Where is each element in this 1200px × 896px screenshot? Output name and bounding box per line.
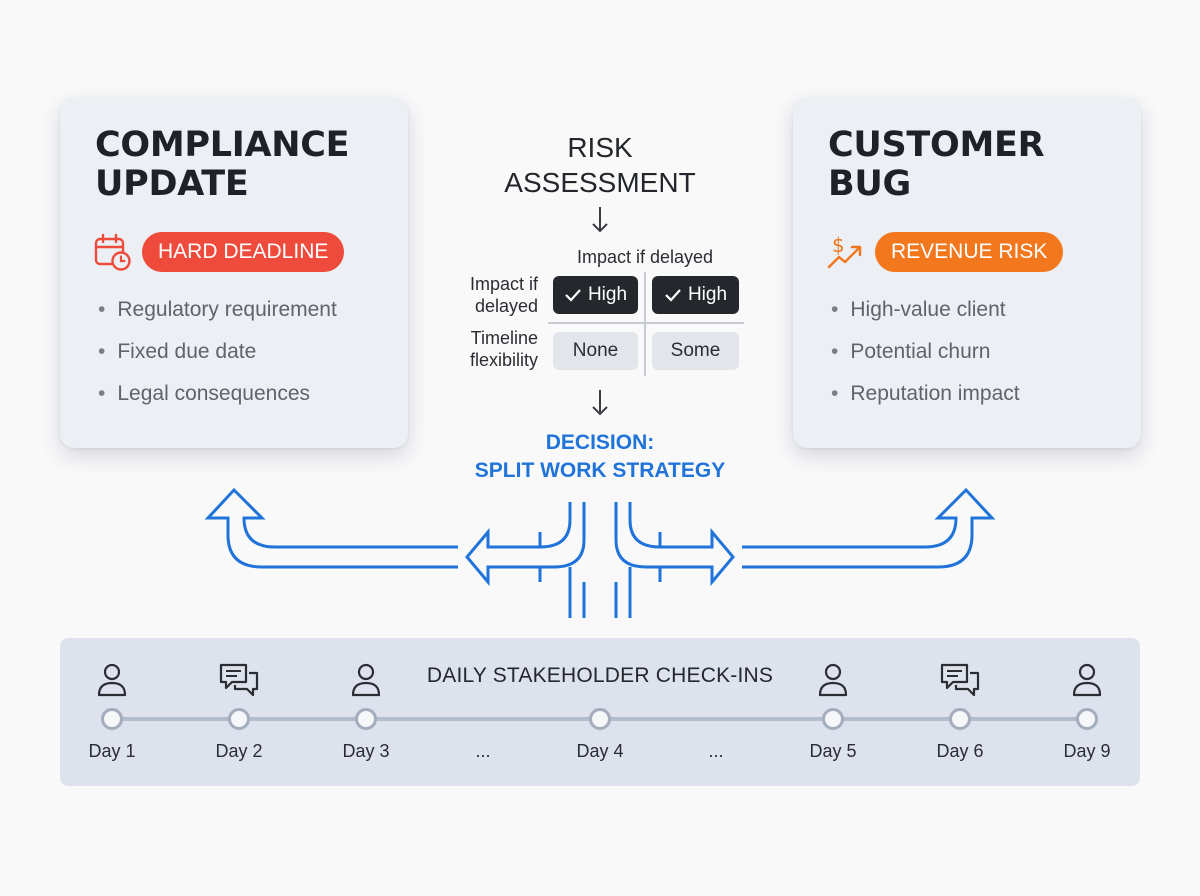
card-title: CUSTOMER BUG: [828, 125, 1045, 204]
check-icon: [565, 289, 581, 302]
day-label: Day 3: [342, 741, 390, 761]
branch-left-down: [568, 567, 586, 618]
list-item: Regulatory requirement: [98, 295, 336, 337]
list-item: Potential churn: [831, 337, 1020, 379]
ellipsis-label: ...: [708, 741, 724, 761]
impact-high-chip: High: [553, 276, 638, 314]
day-label: Day 9: [1063, 741, 1111, 761]
revenue-trend-icon: $: [827, 233, 862, 269]
svg-text:$: $: [832, 233, 845, 257]
row-label-timeline: Timeline flexibility: [469, 328, 538, 370]
risk-assessment-title: RISK ASSESSMENT: [504, 132, 696, 198]
list-item: Legal consequences: [98, 379, 337, 421]
flexibility-none-chip: None: [553, 332, 638, 370]
chat-icon: [219, 663, 259, 697]
timeline-title: DAILY STAKEHOLDER CHECK-INS: [426, 664, 774, 687]
customer-bug-bullet-list: High-value client Potential churn Reputa…: [831, 295, 1020, 421]
compliance-update-card: COMPLIANCE UPDATE HARD DEADLINE Regulato…: [60, 98, 408, 448]
revenue-risk-badge: REVENUE RISK: [875, 232, 1064, 272]
person-icon: [97, 663, 127, 697]
list-item: High-value client: [831, 295, 1020, 337]
branch-right-down: [614, 567, 632, 618]
timeline-node-day-1: [101, 708, 123, 730]
list-item: Fixed due date: [98, 337, 337, 379]
impact-high-chip: High: [652, 276, 739, 314]
day-label: Day 1: [88, 741, 136, 761]
day-label: Day 6: [936, 741, 984, 761]
timeline-node-day-2: [228, 708, 250, 730]
compliance-bullet-list: Regulatory requirement Fixed due date Le…: [98, 295, 337, 421]
person-icon: [818, 663, 848, 697]
day-label: Day 4: [576, 741, 624, 761]
arrow-left-head: [465, 527, 542, 587]
timeline-node-day-6: [949, 708, 971, 730]
ellipsis-label: ...: [475, 741, 491, 761]
flexibility-some-chip: Some: [652, 332, 739, 370]
card-title: COMPLIANCE UPDATE: [95, 125, 350, 204]
branch-right-inner: [614, 502, 660, 569]
arrow-to-customer: [742, 487, 996, 569]
person-icon: [351, 663, 381, 697]
calendar-clock-icon: [94, 233, 131, 271]
chat-icon: [940, 663, 980, 697]
person-icon: [1072, 663, 1102, 697]
timeline-node-day-5: [822, 708, 844, 730]
arrow-to-compliance: [204, 487, 458, 569]
customer-bug-card: CUSTOMER BUG $ REVENUE RISK High-value c…: [793, 98, 1141, 448]
timeline-node-day-9: [1076, 708, 1098, 730]
check-icon: [665, 289, 681, 302]
hard-deadline-badge: HARD DEADLINE: [142, 232, 345, 272]
day-label: Day 5: [809, 741, 857, 761]
branch-right-outer: [628, 502, 661, 549]
arrow-right-head: [658, 527, 735, 587]
timeline-node-day-3: [355, 708, 377, 730]
branch-left-inner: [540, 502, 586, 569]
matrix-divider-horizontal: [548, 322, 744, 324]
row-label-impact: Impact if delayed: [469, 274, 538, 316]
list-item: Reputation impact: [831, 379, 1019, 421]
timeline-node-day-4: [589, 708, 611, 730]
matrix-divider-vertical: [644, 272, 646, 376]
arrow-down-icon: [592, 390, 608, 416]
branch-left-outer: [539, 502, 572, 549]
arrow-down-icon: [592, 207, 608, 233]
decision-label: DECISION: SPLIT WORK STRATEGY: [474, 431, 726, 482]
column-header: Impact if delayed: [576, 247, 714, 267]
day-label: Day 2: [215, 741, 263, 761]
